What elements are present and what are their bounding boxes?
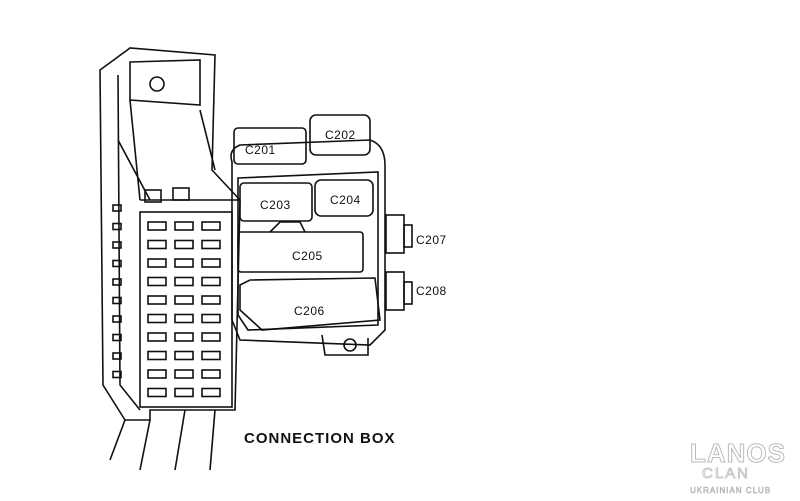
panel-clip [112,278,122,286]
fuse-slot [147,295,167,305]
panel-clip [112,370,122,379]
fuse-slot [201,387,221,398]
fuse-slot [147,221,167,231]
fuse-slot [174,332,194,342]
connectors [233,114,413,331]
connection-box [230,139,386,356]
fuse-slot [201,350,221,361]
watermark-subtitle: CLAN [702,465,751,483]
fuse-slot [174,276,194,287]
fuse-slot [201,369,221,379]
fuse-slot [174,350,194,361]
connector-label-c202: C202 [325,128,356,142]
panel-clip [112,241,122,249]
connector-label-c207: C207 [416,233,447,247]
panel-clip [112,259,122,268]
fuse-slot [201,258,221,268]
panel-clip [112,333,122,342]
panel-clip [112,315,122,323]
panel-clip [112,296,122,305]
fuse-slot [201,313,221,324]
fuse-slot [174,295,194,305]
connector-label-c203: C203 [260,198,291,212]
panel-clip [112,222,122,231]
fuse-slot [147,276,167,287]
connector-label-c208: C208 [416,284,447,298]
diagram-caption: CONNECTION BOX [244,430,396,447]
fuse-slot [147,350,167,361]
connector-label-c205: C205 [292,249,323,263]
watermark-title: LANOS [690,438,786,469]
fuse-slot [174,369,194,379]
fuse-panel [99,47,241,471]
fuse-slot [201,276,221,287]
fuse-slot [201,332,221,342]
fuse-slot [147,313,167,324]
fuse-slot [201,295,221,305]
watermark-logo: LANOS CLAN UKRAINIAN CLUB [652,438,792,498]
connector-label-c201: C201 [245,143,276,157]
fuse-slot [147,258,167,268]
fuse-slot [201,239,221,250]
fuse-slot [147,387,167,398]
connector-label-c206: C206 [294,304,325,318]
fuse-slot [201,221,221,231]
fuse-slot [147,332,167,342]
fuse-slot [174,387,194,398]
panel-clip [112,352,122,360]
fuse-slot [174,221,194,231]
fuse-slot [174,258,194,268]
watermark-tagline: UKRAINIAN CLUB [690,486,772,496]
fuse-array [112,204,221,398]
fuse-slot [174,313,194,324]
panel-clip [112,204,122,212]
connector-label-c204: C204 [330,193,361,207]
fuse-slot [174,239,194,250]
fuse-slot [147,369,167,379]
fuse-slot [147,239,167,250]
